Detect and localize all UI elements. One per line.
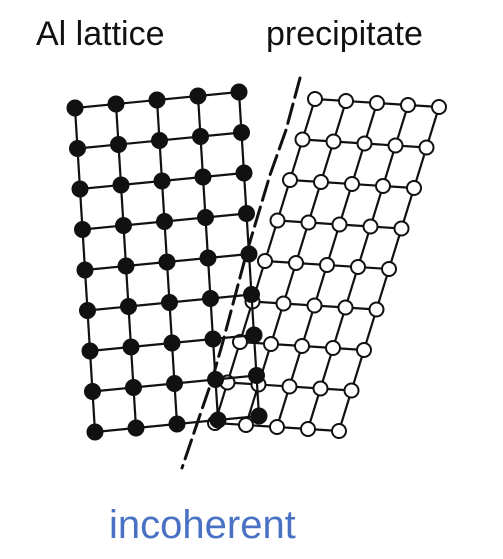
al-lattice-atom (127, 419, 145, 437)
al-lattice-atom (194, 168, 212, 186)
al-lattice-atom (117, 257, 135, 275)
precipitate-lattice-atom (294, 131, 311, 148)
precipitate-lattice-atom (300, 421, 316, 437)
al-lattice-atom (166, 375, 183, 392)
precipitate-lattice-atom (281, 378, 298, 395)
precipitate-lattice-atom (350, 259, 366, 275)
al-lattice-atom (192, 128, 209, 145)
al-lattice-atom (71, 180, 89, 198)
al-lattice-atom (84, 383, 101, 400)
precipitate-lattice-atom (232, 334, 248, 350)
al-lattice-atom (120, 298, 137, 315)
precipitate-lattice-atom (325, 340, 341, 356)
interface-dashed-line (180, 76, 302, 470)
precipitate-label: precipitate (266, 15, 423, 53)
al-lattice-atom (248, 367, 265, 384)
al-lattice-atom (74, 221, 91, 238)
al-lattice-atom (250, 407, 268, 425)
al-lattice-atom (125, 379, 142, 396)
al-lattice-atom (112, 176, 130, 194)
al-lattice-atom (235, 164, 253, 182)
al-lattice-atom (122, 338, 140, 356)
precipitate-lattice-atoms (207, 91, 447, 439)
al-lattice-atom (233, 124, 250, 141)
al-lattice-atom (69, 140, 86, 157)
precipitate-lattice-atom (312, 380, 329, 397)
al-lattice-atom (168, 415, 186, 433)
precipitate-lattice-atom (387, 137, 404, 154)
al-lattice-atom (161, 294, 178, 311)
precipitate-lattice-atom (331, 216, 348, 233)
al-lattice-atom (151, 132, 168, 149)
precipitate-lattice-atom (344, 176, 360, 192)
al-lattice-atom (153, 172, 171, 190)
precipitate-lattice-atom (418, 139, 435, 156)
al-lattice-atom (86, 423, 104, 441)
al-lattice-atom (76, 261, 94, 279)
precipitate-lattice-atom (294, 338, 310, 354)
precipitate-lattice-atom (362, 218, 379, 235)
precipitate-lattice-atom (263, 336, 279, 352)
al-lattice-atom (148, 91, 166, 109)
precipitate-lattice-atom (257, 253, 273, 269)
precipitate-lattice-atom (319, 257, 335, 273)
al-lattice-atom (156, 213, 173, 230)
precipitate-lattice-atom (275, 295, 292, 312)
precipitate-lattice-atom (282, 172, 298, 188)
precipitate-lattice-atom (313, 174, 329, 190)
precipitate-lattice-atom (406, 180, 422, 196)
al-lattice-atom (199, 249, 217, 267)
precipitate-lattice-atom (343, 382, 360, 399)
precipitate-lattice-atom (325, 133, 342, 150)
al-lattice-atom (230, 83, 248, 101)
precipitate-lattice-atom (338, 93, 354, 109)
precipitate-lattice-atom (238, 417, 254, 433)
incoherent-caption: incoherent (109, 503, 296, 547)
al-lattice-atom (163, 334, 181, 352)
al-lattice-atom (110, 136, 127, 153)
al-lattice-atom (202, 290, 219, 307)
precipitate-lattice-atom (288, 255, 304, 271)
al-lattice-atom (245, 326, 263, 344)
precipitate-lattice-atom (300, 214, 317, 231)
precipitate-lattice-atom (337, 299, 354, 316)
precipitate-lattice-atom (356, 342, 372, 358)
precipitate-lattice-atom (356, 135, 373, 152)
precipitate-lattice-atom (306, 297, 323, 314)
precipitate-lattice-atom (307, 91, 323, 107)
precipitate-lattice-atom (269, 212, 286, 229)
al-lattice-atom (66, 99, 84, 117)
al-lattice-atom (158, 253, 176, 271)
precipitate-lattice-atom (368, 301, 385, 318)
al-lattice-atom (115, 217, 132, 234)
al-lattice-atom (189, 87, 207, 105)
al-lattice-atom (81, 342, 99, 360)
al-lattice-atom (204, 330, 222, 348)
al-lattice-atom (207, 371, 224, 388)
al-lattice-atom (107, 95, 125, 113)
precipitate-lattice-atom (375, 178, 391, 194)
al-lattice-atom (238, 205, 255, 222)
al-lattice-atom (197, 209, 214, 226)
interface-boundary (180, 76, 302, 470)
precipitate-lattice-atom (331, 423, 347, 439)
precipitate-lattice-atom (393, 220, 410, 237)
al-lattice-atom (79, 302, 96, 319)
precipitate-lattice-atom (381, 261, 397, 277)
precipitate-lattice-atom (431, 99, 447, 115)
al-lattice-label: Al lattice (36, 15, 165, 53)
precipitate-lattice-atom (269, 419, 285, 435)
precipitate-lattice-atom (369, 95, 385, 111)
al-lattice-atoms (66, 83, 268, 441)
al-lattice-atom (209, 411, 227, 429)
al-lattice-atom (243, 286, 260, 303)
precipitate-lattice-atom (400, 97, 416, 113)
